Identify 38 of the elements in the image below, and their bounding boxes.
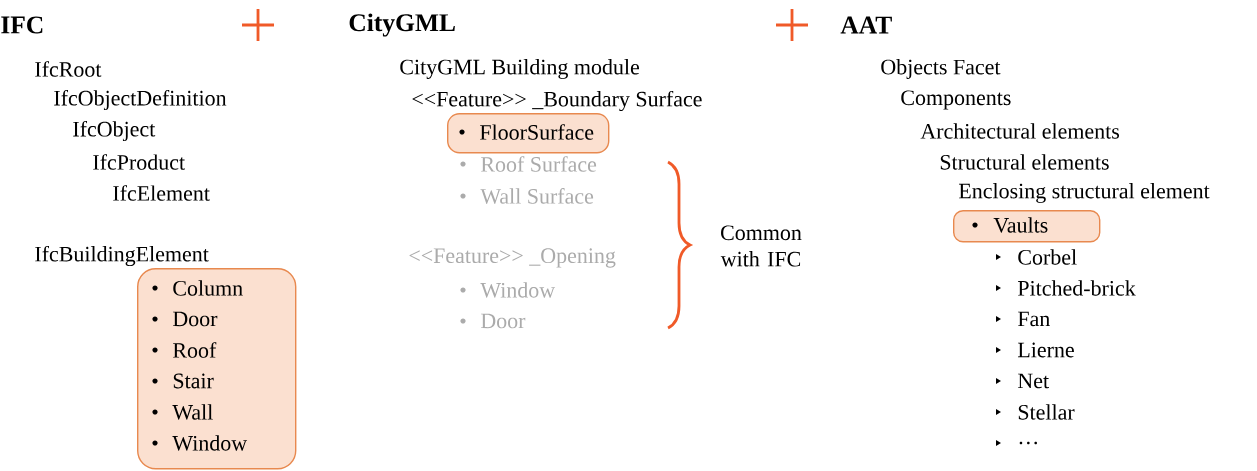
- tree-item: IfcRoot: [35, 61, 102, 77]
- list-item: …: [996, 440, 1037, 446]
- list-item: Stair: [152, 373, 214, 389]
- tree-item: Architectural elements: [920, 123, 1120, 139]
- tree-item: <<Feature>> _Opening: [409, 248, 616, 268]
- list-item: Window: [152, 435, 248, 451]
- tree-item: CityGML Building module: [400, 59, 640, 79]
- list-item: Roof Surface: [460, 156, 597, 172]
- tree-item: IfcProduct: [93, 154, 185, 170]
- highlight-box: [953, 210, 1101, 243]
- tree-item: Objects Facet: [881, 59, 1001, 79]
- list-item: Door: [460, 313, 526, 329]
- list-item: Roof: [152, 342, 217, 358]
- highlight-box: [447, 113, 610, 154]
- heading: AAT: [840, 16, 892, 34]
- list-item: Column: [152, 280, 243, 296]
- heading: CityGML: [349, 13, 455, 37]
- tree-item: IfcElement: [113, 185, 210, 201]
- highlight-box: [137, 268, 297, 470]
- list-item: Vaults: [972, 217, 1048, 233]
- tree-item: Structural elements: [940, 154, 1109, 170]
- tree-item: IfcBuildingElement: [35, 245, 209, 267]
- tree-item: IfcObjectDefinition: [54, 89, 227, 111]
- list-item: Pitched-brick: [996, 280, 1136, 296]
- list-item: Wall: [152, 404, 213, 420]
- list-item: Door: [152, 311, 218, 327]
- heading: IFC: [1, 16, 43, 34]
- tree-item: Components: [901, 90, 1011, 110]
- list-item: Window: [460, 282, 556, 298]
- list-item: Fan: [996, 311, 1050, 327]
- list-item: Corbel: [996, 249, 1077, 265]
- tree-item: IfcObject: [73, 120, 156, 142]
- list-item: Stellar: [996, 404, 1075, 420]
- list-item: Wall Surface: [460, 188, 594, 204]
- list-item: FloorSurface: [459, 124, 594, 140]
- list-item: Net: [996, 373, 1049, 389]
- list-item: Lierne: [996, 342, 1074, 358]
- note-text: Common with IFC: [720, 225, 802, 267]
